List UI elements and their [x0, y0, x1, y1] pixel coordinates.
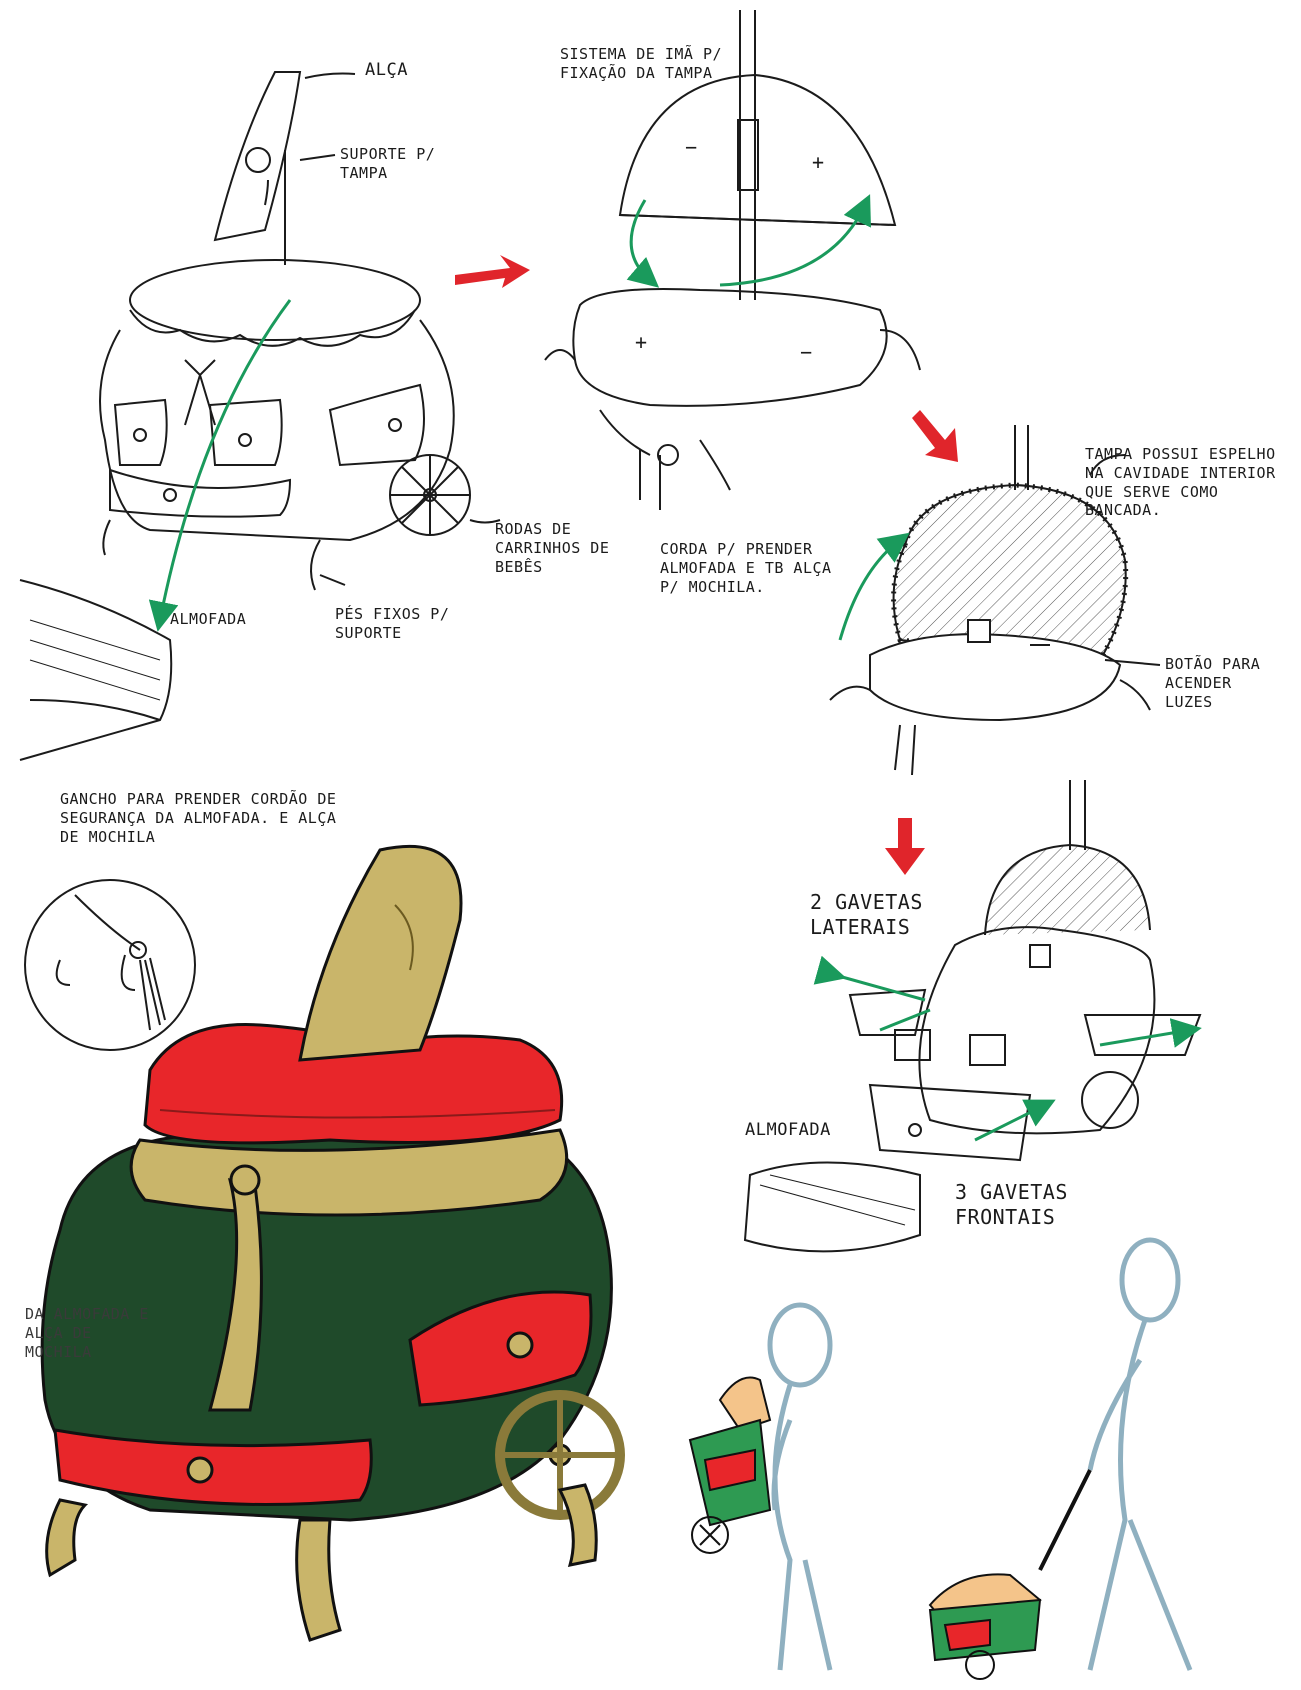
- sign-plus-1: +: [812, 150, 825, 175]
- red-arrow-right: [455, 255, 530, 288]
- figure-walking: [1090, 1240, 1190, 1670]
- trunk-foot-right: [311, 540, 320, 590]
- label-alca-mochila-partial: DA ALMOFADA E ALÇA DE MOCHILA: [25, 1305, 165, 1361]
- side-drawer-right: [1085, 1015, 1200, 1055]
- trunk-lid: [130, 260, 420, 340]
- hook-detail: [25, 880, 195, 1050]
- sketch-cushion: [20, 580, 171, 760]
- green-arrow-cushion: [160, 300, 290, 620]
- figure-backpack: [770, 1305, 830, 1670]
- drawer-left: [115, 400, 167, 465]
- green-arrow-drawer-front: [975, 1105, 1045, 1140]
- label-gavetas-frontais: 3 GAVETAS FRONTAIS: [955, 1180, 1115, 1230]
- label-corda: CORDA P/ PRENDER ALMOFADA E TB ALÇA P/ M…: [660, 540, 850, 596]
- mirror-face: [246, 148, 270, 172]
- green-arrow-drawer-left: [835, 975, 925, 1000]
- sign-minus-2: −: [800, 340, 813, 365]
- trunk-body: [100, 320, 454, 540]
- green-arrow-drawer-right: [1100, 1030, 1190, 1045]
- trunk-foot-left: [103, 520, 110, 555]
- label-gavetas-laterais: 2 GAVETAS LATERAIS: [810, 890, 960, 940]
- red-arrow-down: [885, 818, 925, 875]
- red-arrow-diagonal: [912, 410, 958, 462]
- drawer-right: [330, 385, 424, 465]
- label-sistema-ima: SISTEMA DE IMÃ P/ FIXAÇÃO DA TAMPA: [560, 45, 730, 83]
- label-almofada: ALMOFADA: [170, 610, 246, 629]
- front-drawer-open: [870, 1085, 1030, 1160]
- sign-plus-2: +: [635, 330, 648, 355]
- drawer-cushion: [745, 1163, 920, 1252]
- sign-minus-1: −: [685, 135, 698, 160]
- label-gancho: GANCHO PARA PRENDER CORDÃO DE SEGURANÇA …: [60, 790, 345, 846]
- green-arrow-magnet-right: [720, 205, 865, 285]
- label-suporte-tampa: SUPORTE P/ TAMPA: [340, 145, 450, 183]
- green-arrow-magnet-left: [631, 200, 650, 280]
- trolley-backpack: [690, 1378, 770, 1554]
- colored-trunk: [42, 846, 620, 1640]
- label-almofada-2: ALMOFADA: [745, 1120, 831, 1141]
- drawer-body: [919, 927, 1154, 1133]
- label-alca: ALÇA: [365, 60, 408, 81]
- light-button: [968, 620, 990, 642]
- label-rodas: RODAS DE CARRINHOS DE BEBÊS: [495, 520, 625, 576]
- label-botao-luzes: BOTÃO PARA ACENDER LUZES: [1165, 655, 1275, 711]
- trolley-walking: [930, 1470, 1090, 1679]
- open-tray: [870, 634, 1120, 720]
- magnet-tray: [573, 289, 886, 406]
- label-pes-fixos: PÉS FIXOS P/ SUPORTE: [335, 605, 455, 643]
- mirror-panel: [215, 72, 300, 240]
- label-tampa-espelho: TAMPA POSSUI ESPELHO NA CAVIDADE INTERIO…: [1085, 445, 1285, 520]
- sketch-magnet-lid: [545, 10, 920, 510]
- trunk-gold-mirror: [300, 846, 461, 1060]
- drawer-center: [210, 400, 282, 465]
